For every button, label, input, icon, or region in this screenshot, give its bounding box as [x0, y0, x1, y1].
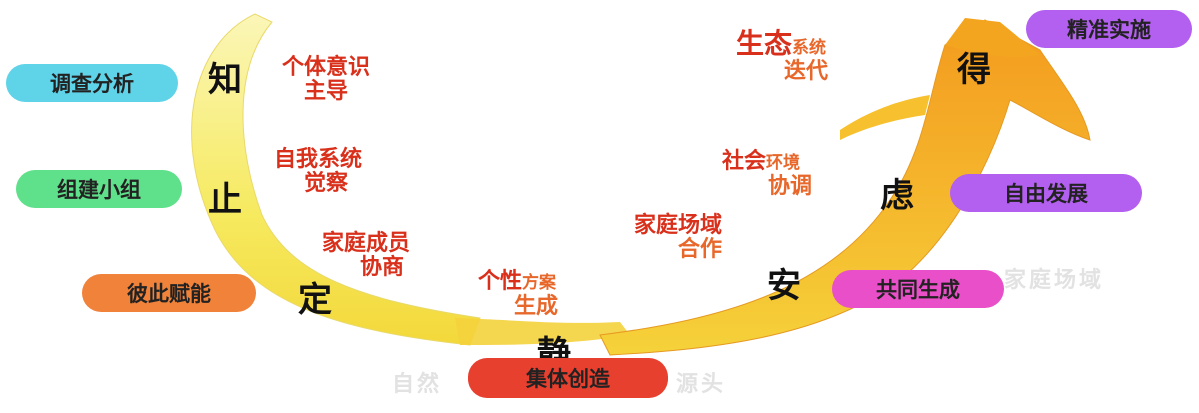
stage-zhi-know: 知: [208, 60, 242, 100]
label-line: 协商: [360, 255, 405, 280]
badge-mutual-empowerment: 彼此赋能: [82, 274, 256, 312]
label-line: 迭代: [784, 59, 829, 84]
label-individual-awareness: 个体意识 主导: [282, 56, 370, 104]
bottom-connector-shape: [455, 318, 630, 345]
badge-form-group: 组建小组: [16, 170, 182, 208]
badge-precise-implementation: 精准实施: [1026, 10, 1192, 48]
stage-zhi-stop: 止: [208, 180, 242, 220]
label-line: 家庭成员: [322, 231, 411, 256]
arrow-tip-shape: [945, 18, 1040, 57]
label-line: 生成: [514, 294, 559, 319]
label-secondary: 系统: [792, 38, 827, 58]
ghost-text-right-mid: 家庭场域: [1004, 268, 1105, 293]
badge-collective-creation: 集体创造: [468, 358, 668, 398]
label-line: 觉察: [304, 171, 349, 196]
ghost-text-left: 自然: [392, 372, 443, 397]
stage-an: 安: [767, 266, 801, 306]
label-family-field: 家庭场域 合作: [634, 214, 722, 262]
label-secondary: 方案: [522, 273, 557, 293]
label-emphasis: 生态: [736, 27, 793, 60]
label-secondary: 环境: [766, 153, 801, 173]
label-line: 主导: [304, 79, 349, 104]
badge-survey-analysis: 调查分析: [6, 64, 178, 102]
badge-co-generation: 共同生成: [832, 270, 1004, 308]
stage-lv: 虑: [880, 176, 914, 216]
label-emphasis: 社会: [722, 149, 767, 174]
label-personalized-plan: 个性方案 生成: [478, 270, 558, 319]
label-emphasis: 个性: [478, 269, 523, 294]
badge-free-development: 自由发展: [950, 174, 1142, 212]
label-line: 家庭场域: [634, 213, 723, 238]
stage-de: 得: [957, 50, 991, 90]
ghost-text-right: 源头: [676, 372, 727, 397]
label-line: 个体意识: [282, 55, 371, 80]
label-line: 合作: [678, 237, 723, 262]
label-family-members: 家庭成员 协商: [322, 232, 410, 280]
label-self-system: 自我系统 觉察: [274, 148, 362, 196]
arrow-flap-shape: [840, 95, 930, 140]
label-social-environment: 社会环境 协调: [722, 150, 812, 199]
stage-ding: 定: [298, 280, 332, 320]
label-line: 自我系统: [274, 147, 363, 172]
label-line: 协调: [768, 174, 813, 199]
label-ecosystem: 生态系统 迭代: [736, 30, 829, 84]
